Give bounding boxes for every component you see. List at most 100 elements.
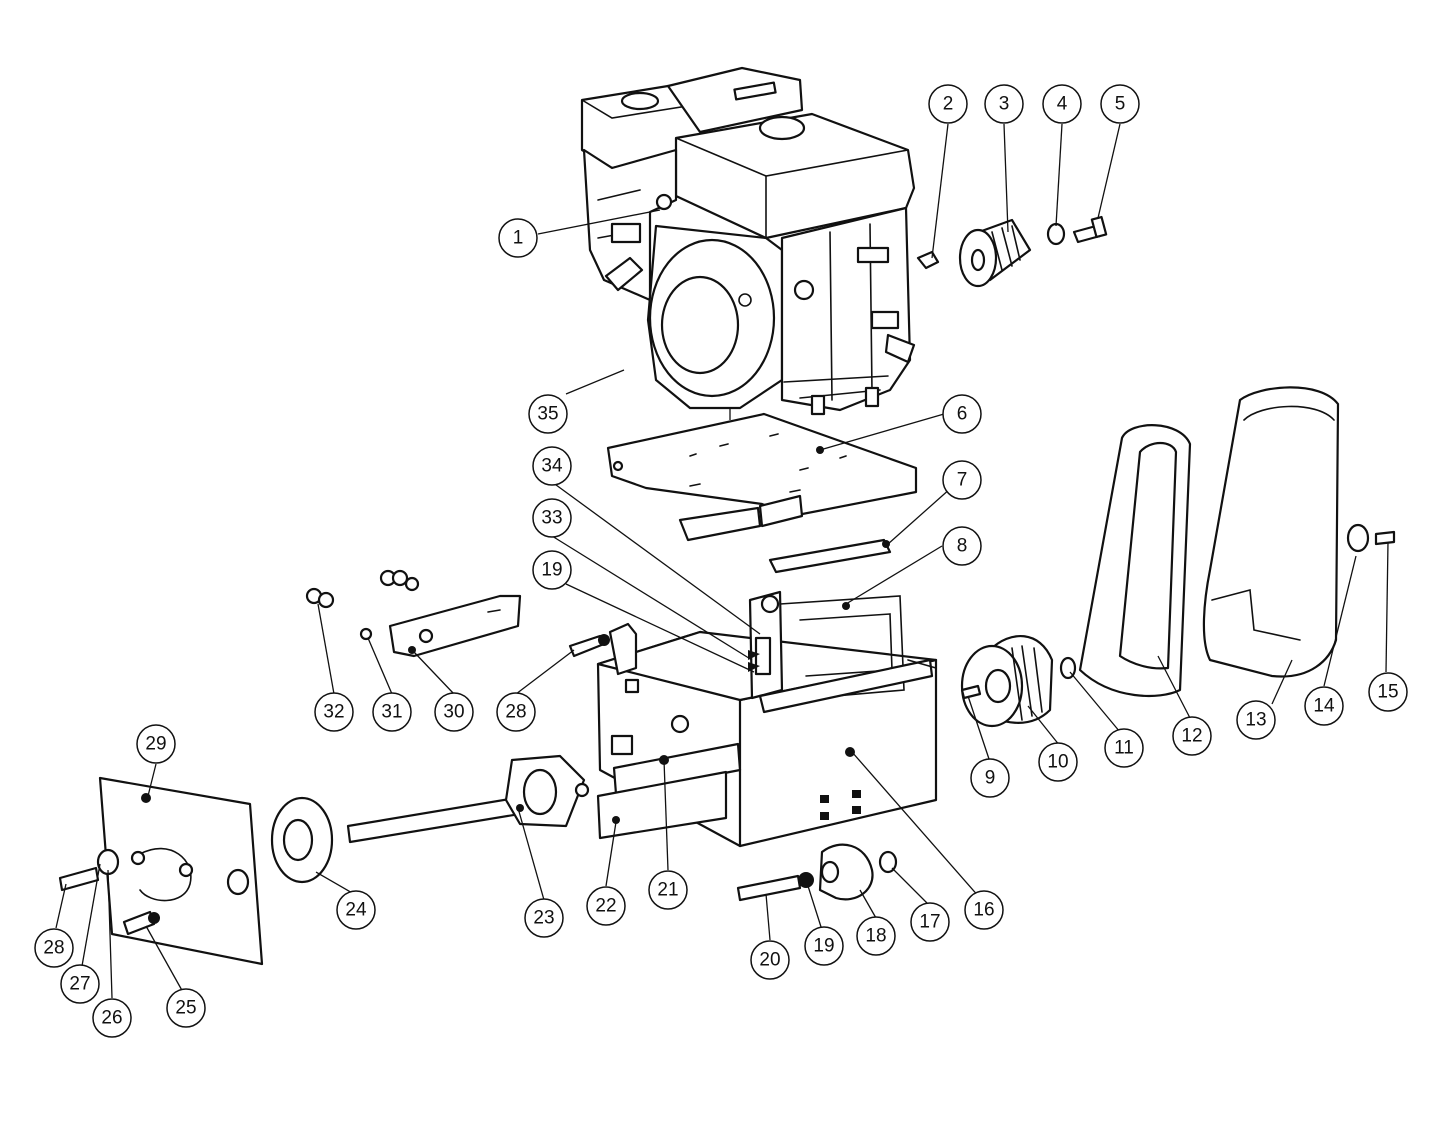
- callout-number: 28: [505, 702, 526, 723]
- callout-circle: [498, 218, 538, 258]
- callout-number: 10: [1047, 752, 1068, 773]
- callout-c5: 5: [1100, 84, 1140, 124]
- leader-lines: [55, 123, 1389, 999]
- callout-number: 17: [919, 912, 940, 933]
- callout-circle: [964, 890, 1004, 930]
- callout-c6: 6: [942, 394, 982, 434]
- frame-bracket: [608, 622, 638, 676]
- callout-number: 5: [1115, 94, 1126, 115]
- tensioner-spring: [748, 636, 772, 676]
- callout-number: 16: [973, 900, 994, 921]
- callout-circle: [942, 460, 982, 500]
- callout-c21: 21: [648, 870, 688, 910]
- callout-number: 25: [175, 998, 196, 1019]
- callout-number: 9: [985, 768, 996, 789]
- callout-circle: [648, 870, 688, 910]
- callout-number: 1: [513, 228, 524, 249]
- callout-number: 3: [999, 94, 1010, 115]
- long-bolt: [736, 874, 802, 902]
- drive-shaft: [346, 754, 590, 844]
- callout-number: 33: [541, 508, 562, 529]
- callout-number: 6: [957, 404, 968, 425]
- callout-circle: [928, 84, 968, 124]
- callout-circle: [1172, 716, 1212, 756]
- callout-circle: [434, 692, 474, 732]
- callout-c30: 30: [434, 692, 474, 732]
- callout-circle: [750, 940, 790, 980]
- callout-circle: [970, 758, 1010, 798]
- callout-circle: [372, 692, 412, 732]
- callout-circle: [1038, 742, 1078, 782]
- callout-number: 34: [541, 456, 563, 477]
- callout-number: 31: [381, 702, 402, 723]
- callout-circle: [528, 394, 568, 434]
- callout-c8: 8: [942, 526, 982, 566]
- callout-number: 23: [533, 908, 554, 929]
- callout-c15: 15: [1368, 672, 1408, 712]
- callout-circle: [166, 988, 206, 1028]
- callout-number: 4: [1057, 94, 1068, 115]
- callout-number: 27: [69, 974, 90, 995]
- callout-c3: 3: [984, 84, 1024, 124]
- callout-circle: [1236, 700, 1276, 740]
- callout-circle: [532, 446, 572, 486]
- callout-circle: [1104, 728, 1144, 768]
- callout-circle: [336, 890, 376, 930]
- callout-circle: [314, 692, 354, 732]
- callout-c10: 10: [1038, 742, 1078, 782]
- callout-circle: [984, 84, 1024, 124]
- callout-circle: [942, 526, 982, 566]
- callout-number: 13: [1245, 710, 1266, 731]
- callout-c19b: 19: [532, 550, 572, 590]
- idler-pulley: [818, 843, 874, 901]
- callout-number: 19: [541, 560, 562, 581]
- callout-c20: 20: [750, 940, 790, 980]
- callout-c22: 22: [586, 886, 626, 926]
- callout-c27: 27: [60, 964, 100, 1004]
- callout-number: 30: [443, 702, 464, 723]
- callout-number: 14: [1313, 696, 1335, 717]
- callout-c18: 18: [856, 916, 896, 956]
- callout-circle: [942, 394, 982, 434]
- clutch-drum: [960, 635, 1054, 728]
- mount-bracket: [388, 594, 522, 658]
- callout-c14: 14: [1304, 686, 1344, 726]
- callout-c4: 4: [1042, 84, 1082, 124]
- callout-c34: 34: [532, 446, 572, 486]
- drive-belt: [1078, 424, 1192, 698]
- callout-number: 32: [323, 702, 344, 723]
- callout-c35: 35: [528, 394, 568, 434]
- callout-c24: 24: [336, 890, 376, 930]
- callout-number: 11: [1114, 738, 1134, 759]
- callout-number: 19: [813, 936, 834, 957]
- callout-number: 15: [1377, 682, 1398, 703]
- callout-c13: 13: [1236, 700, 1276, 740]
- callout-number: 28: [43, 938, 64, 959]
- callout-c2: 2: [928, 84, 968, 124]
- callout-c32: 32: [314, 692, 354, 732]
- callout-circle: [586, 886, 626, 926]
- callout-number: 24: [345, 900, 367, 921]
- callout-number: 26: [101, 1008, 122, 1029]
- callout-number: 7: [957, 470, 968, 491]
- callout-c9: 9: [970, 758, 1010, 798]
- callout-number: 18: [865, 926, 886, 947]
- callout-c17: 17: [910, 902, 950, 942]
- guard-bolt: [1374, 530, 1396, 546]
- callout-number: 2: [943, 94, 954, 115]
- callout-c25: 25: [166, 988, 206, 1028]
- spacer-bar: [768, 538, 892, 574]
- key: [916, 250, 940, 270]
- callout-circle: [532, 550, 572, 590]
- callout-c1: 1: [498, 218, 538, 258]
- callout-number: 29: [145, 734, 166, 755]
- engine-mount-plate: [606, 412, 918, 542]
- callout-circle: [92, 998, 132, 1038]
- callout-circle: [34, 928, 74, 968]
- bolt-set: [58, 848, 160, 936]
- callout-circle: [524, 898, 564, 938]
- callout-c28b: 28: [496, 692, 536, 732]
- callout-circle: [60, 964, 100, 1004]
